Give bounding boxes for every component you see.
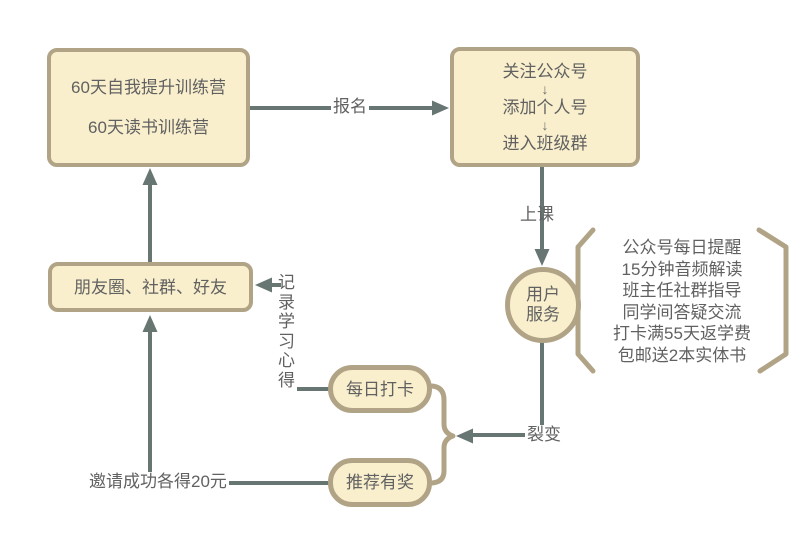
camp-line-1: 60天自我提升训练营: [71, 78, 226, 97]
down-arrow-icon: ↓: [541, 80, 549, 97]
service-detail-line: 同学间答疑交流: [622, 302, 742, 322]
service-detail-line: 15分钟音频解读: [621, 259, 743, 279]
edge-invite-reward-arrow: [142, 315, 329, 485]
service-detail-line: 班主任社群指导: [622, 281, 742, 300]
service-detail-line: 公众号每日提醒: [622, 238, 742, 257]
service-detail-line: 包邮送2本实体书: [617, 345, 747, 365]
onboarding-step-3: 进入班级群: [502, 133, 588, 153]
referral-label: 推荐有奖: [346, 473, 414, 492]
edge-label-signup: 报名: [331, 97, 369, 116]
edge-channels-to-camp-arrow: [142, 168, 158, 262]
edge-label-fission: 裂变: [525, 425, 563, 444]
service-line-1: 用户: [526, 285, 560, 304]
node-camp-box: 60天自我提升训练营 60天读书训练营: [47, 48, 250, 167]
edge-attend-arrow: [534, 167, 550, 266]
node-onboarding-box: 关注公众号 ↓ 添加个人号 ↓ 进入班级群: [450, 47, 640, 167]
service-line-2: 服务: [526, 305, 560, 324]
service-detail-line: 打卡满55天返学费: [613, 324, 751, 343]
node-daily-checkin: 每日打卡: [328, 365, 432, 413]
edge-label-invite-reward: 邀请成功各得20元: [87, 472, 229, 491]
checkin-label: 每日打卡: [346, 379, 414, 399]
onboarding-step-1: 关注公众号: [502, 61, 588, 81]
onboarding-step-2: 添加个人号: [502, 97, 588, 117]
bracket-right: [756, 227, 789, 374]
brace-join: [429, 383, 456, 486]
node-user-service-circle: 用户 服务: [505, 267, 581, 343]
edge-label-attend: 上课: [520, 205, 554, 224]
service-details-note: 公众号每日提醒 15分钟音频解读 班主任社群指导 同学间答疑交流 打卡满55天返…: [596, 237, 768, 366]
edge-label-record-notes: 记录学习心得: [278, 273, 295, 390]
node-channels-box: 朋友圈、社群、好友: [48, 262, 253, 312]
camp-line-2: 60天读书训练营: [88, 118, 209, 137]
channels-label: 朋友圈、社群、好友: [74, 277, 227, 297]
down-arrow-icon: ↓: [541, 116, 549, 133]
edge-record-notes-arrow: [255, 277, 329, 391]
node-referral-reward: 推荐有奖: [328, 458, 432, 507]
